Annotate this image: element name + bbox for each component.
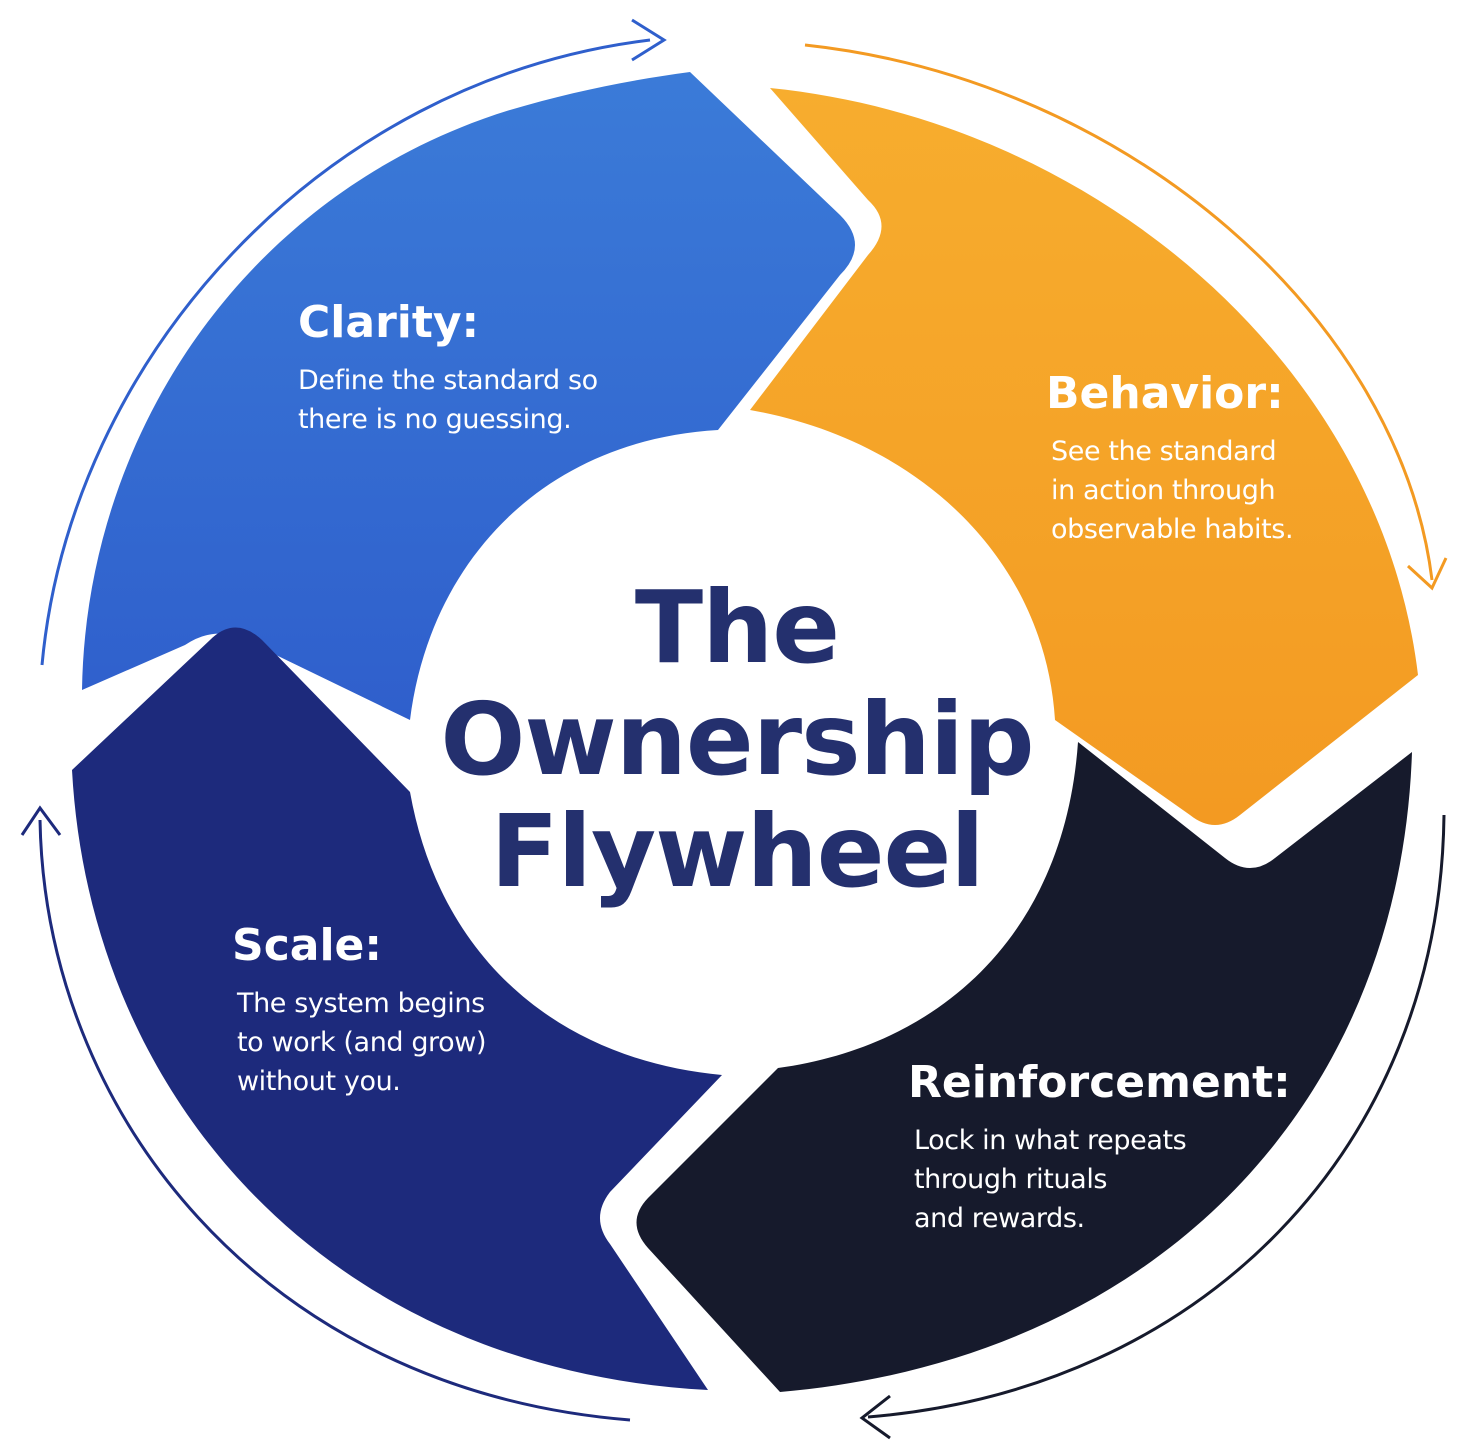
- segment-clarity: [82, 72, 855, 720]
- body-line: in action through: [1051, 475, 1276, 506]
- body-line: The system begins: [237, 988, 485, 1019]
- title-line-3: Flywheel: [490, 793, 984, 910]
- body-line: and rewards.: [914, 1203, 1085, 1234]
- body-line: Lock in what repeats: [914, 1125, 1187, 1156]
- body-line: without you.: [237, 1066, 401, 1097]
- body-line: Define the standard so: [298, 365, 598, 396]
- arrow-head-icon: [631, 18, 667, 62]
- heading-scale: Scale:: [232, 920, 382, 971]
- label-clarity: Clarity: Define the standard so there is…: [298, 297, 598, 439]
- body-line: there is no guessing.: [298, 404, 572, 435]
- center-title: The Ownership Flywheel: [437, 572, 1037, 908]
- segment-scale: [72, 627, 722, 1390]
- outer-arrow-clarity: [40, 38, 651, 666]
- heading-clarity: Clarity:: [298, 297, 480, 348]
- outer-arrow-scale: [38, 819, 631, 1422]
- heading-behavior: Behavior:: [1046, 368, 1284, 419]
- outer-arrow-behavior: [804, 43, 1434, 581]
- arrow-head-icon: [1406, 557, 1448, 591]
- heading-reinforcement: Reinforcement:: [908, 1057, 1291, 1108]
- segment-reinforcement: [636, 742, 1412, 1392]
- body-line: through rituals: [914, 1164, 1108, 1195]
- body-line: observable habits.: [1051, 514, 1294, 545]
- arrow-head-icon: [859, 1394, 891, 1440]
- body-line: to work (and grow): [237, 1027, 487, 1058]
- segment-behavior: [750, 88, 1418, 825]
- arrow-head-icon: [20, 805, 62, 836]
- body-line: See the standard: [1051, 436, 1277, 467]
- outer-arrow-reinforcement: [867, 814, 1446, 1419]
- title-line-1: The: [634, 569, 840, 686]
- label-scale: Scale: The system begins to work (and gr…: [232, 920, 487, 1101]
- title-line-2: Ownership: [440, 681, 1034, 798]
- label-reinforcement: Reinforcement: Lock in what repeats thro…: [908, 1057, 1291, 1238]
- label-behavior: Behavior: See the standard in action thr…: [1046, 368, 1294, 549]
